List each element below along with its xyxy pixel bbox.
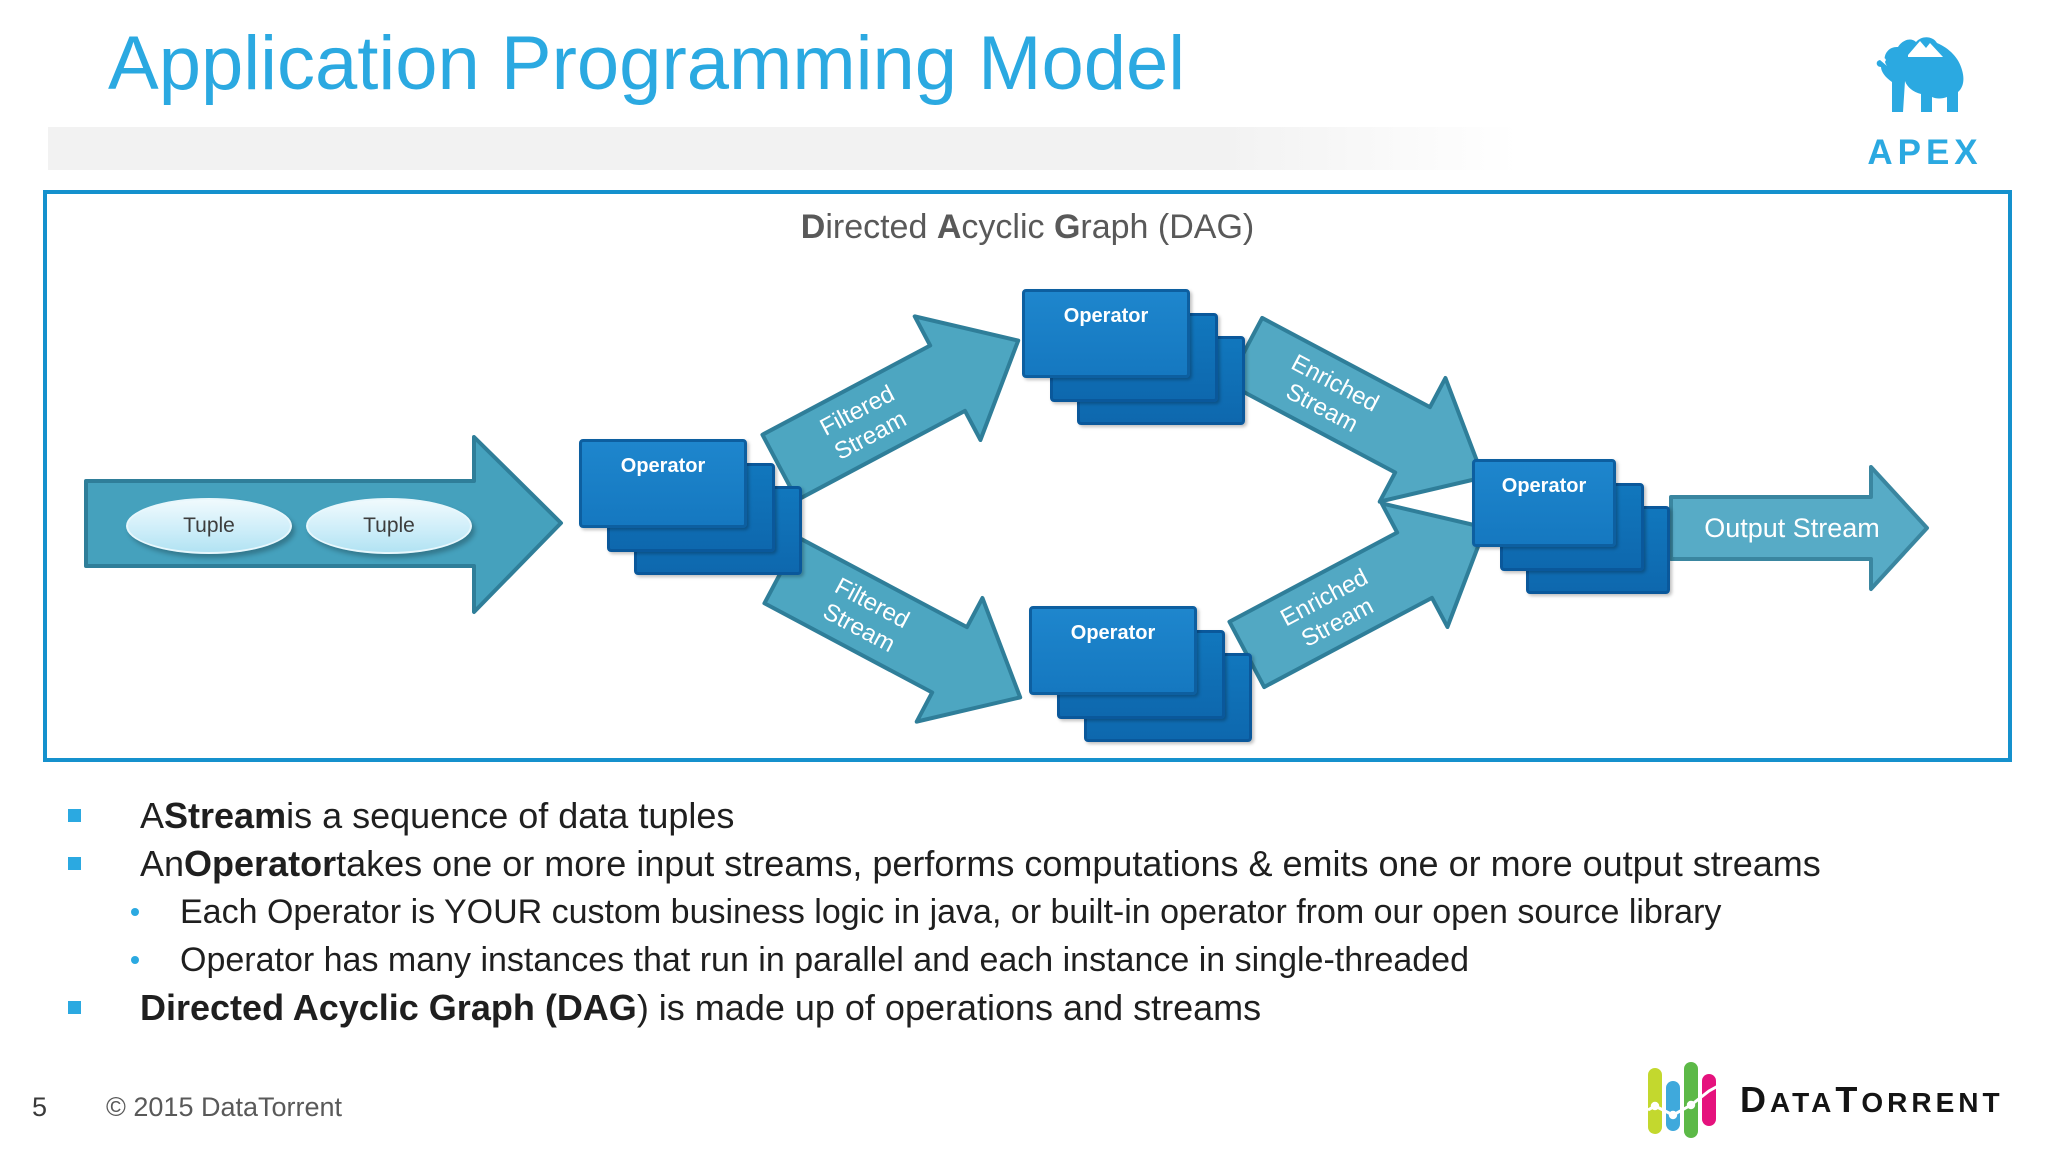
enriched-stream-arrow-upper: Enriched Stream — [1225, 315, 1486, 504]
apex-logo-text: APEX — [1867, 133, 1983, 172]
bullet-sub-item: Each Operator is YOUR custom business lo… — [0, 888, 2048, 936]
page-title: Application Programming Model — [108, 21, 1186, 106]
dag-title: Directed Acyclic Graph (DAG) — [800, 208, 1255, 246]
output-stream-arrow — [1669, 465, 1929, 591]
operator-box-front: Operator — [1472, 459, 1616, 547]
copyright-text: © 2015 DataTorrent — [106, 1092, 343, 1122]
operator-label: Operator — [620, 455, 706, 477]
page-number: 5 — [32, 1092, 48, 1122]
dag-arrows-layer: Filtered Stream Filtered Stream Enriched… — [84, 314, 1929, 724]
datatorrent-logo: DATATORRENT — [1648, 1058, 2004, 1142]
operator-label: Operator — [1501, 475, 1587, 497]
operator-box-front: Operator — [579, 439, 747, 528]
datatorrent-wordmark: DATATORRENT — [1740, 1079, 2004, 1121]
tuple-node: Tuple — [126, 498, 292, 554]
operator-label: Operator — [1063, 305, 1149, 327]
operator-box-front: Operator — [1029, 606, 1197, 695]
bullet-sub-item: Operator has many instances that run in … — [0, 936, 2048, 984]
apex-logo: APEX — [1862, 30, 1988, 173]
operator-box-front: Operator — [1022, 289, 1190, 378]
gorilla-mountain-icon — [1876, 37, 1964, 112]
wordmark-ata: ATA — [1770, 1087, 1836, 1118]
tuple-node: Tuple — [306, 498, 472, 554]
title-underlay — [48, 127, 1518, 170]
wordmark-d: D — [1740, 1079, 1770, 1120]
bullet-item: Directed Acyclic Graph (DAG) is made up … — [0, 984, 2048, 1032]
bullet-item: An Operator takes one or more input stre… — [0, 840, 2048, 888]
tuple-label: Tuple — [183, 514, 235, 537]
operator-label: Operator — [1070, 622, 1156, 644]
wordmark-orrent: ORRENT — [1861, 1087, 2004, 1118]
tuple-label: Tuple — [363, 514, 415, 537]
bullet-list: A Stream is a sequence of data tuples An… — [0, 792, 2048, 1032]
filtered-stream-arrow-lower: Filtered Stream — [762, 535, 1023, 724]
output-stream-label: Output Stream — [1704, 513, 1880, 543]
datatorrent-bars-icon — [1648, 1062, 1719, 1138]
dag-diagram-box: Directed Acyclic Graph (DAG) Filtered St… — [43, 190, 2012, 762]
bullet-item: A Stream is a sequence of data tuples — [0, 792, 2048, 840]
wordmark-t: T — [1835, 1079, 1862, 1120]
